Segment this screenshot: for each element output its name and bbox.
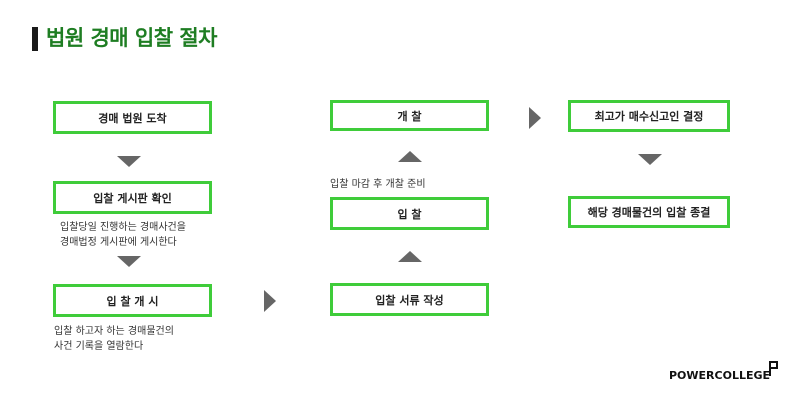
note-start-line1: 입찰 하고자 하는 경매물건의	[54, 326, 174, 337]
step-arrive-court: 경매 법원 도착	[53, 101, 212, 134]
arrow-down-icon	[638, 154, 662, 165]
arrow-right-icon	[529, 107, 541, 129]
step-check-board: 입찰 게시판 확인	[53, 181, 212, 214]
title-accent-bar	[32, 27, 38, 51]
step-bid-start: 입 찰 개 시	[53, 284, 212, 317]
step-decide-highest-bidder: 최고가 매수신고인 결정	[568, 100, 730, 132]
logo-flag-icon	[769, 361, 778, 376]
note-board-line2: 경매법정 게시판에 게시한다	[60, 237, 177, 248]
arrow-down-icon	[117, 256, 141, 267]
step-bid-conclusion: 해당 경매물건의 입찰 종결	[568, 196, 730, 228]
brand-logo: POWERCOLLEGE	[669, 369, 771, 382]
note-bid-close: 입찰 마감 후 개찰 준비	[330, 179, 426, 190]
arrow-down-icon	[117, 156, 141, 167]
arrow-up-icon	[398, 151, 422, 162]
page-title: 법원 경매 입찰 절차	[46, 26, 218, 50]
arrow-right-icon	[264, 290, 276, 312]
step-open-bids: 개 찰	[330, 100, 489, 131]
note-board-line1: 입찰당일 진행하는 경매사건을	[60, 222, 186, 233]
arrow-up-icon	[398, 251, 422, 262]
step-bid: 입 찰	[330, 197, 489, 230]
note-start-line2: 사건 기록을 열람한다	[54, 341, 144, 352]
step-write-documents: 입찰 서류 작성	[330, 283, 489, 316]
